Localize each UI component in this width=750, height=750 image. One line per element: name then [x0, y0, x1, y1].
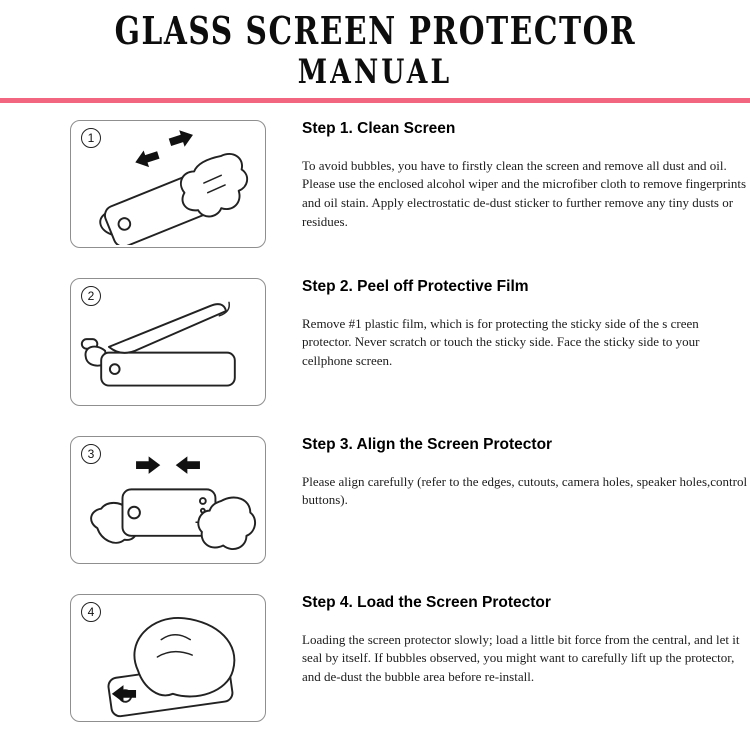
step-4-number-badge: 4: [81, 601, 101, 622]
step-4-heading: Step 4. Load the Screen Protector: [302, 593, 551, 611]
step-1-section: 1 Step 1. Clean Screen To avoid bubbles,…: [70, 119, 750, 248]
steps-list: 1 Step 1. Clean Screen To avoid bubbles,…: [0, 103, 750, 722]
aligning-screen-protector-icon: [90, 456, 257, 550]
manual-title-line1: GLASS SCREEN PROTECTOR: [114, 8, 636, 53]
step-2-heading: Step 2. Peel off Protective Film: [302, 277, 529, 295]
step-1-number-badge: 1: [81, 127, 101, 148]
step-2-text: Step 2. Peel off Protective Film Remove …: [302, 278, 750, 372]
step-3-number-badge: 3: [81, 443, 101, 464]
step-2-figure: 2: [70, 277, 266, 406]
step-4-body: Loading the screen protector slowly; loa…: [302, 631, 740, 685]
step-3-section: 3 Step 3. Align the Screen Protector Ple…: [70, 435, 750, 564]
step-1-body: To avoid bubbles, you have to firstly cl…: [302, 157, 747, 230]
step-4-section: 4 Step 4. Load the Screen Protector Load…: [70, 593, 750, 722]
hands-cleaning-phone-icon: [99, 129, 249, 245]
step-2-body: Remove #1 plastic film, which is for pro…: [302, 315, 700, 369]
step-1-text: Step 1. Clean Screen To avoid bubbles, y…: [302, 120, 750, 232]
step-2-number-badge: 2: [81, 285, 101, 306]
step-3-figure: 3: [70, 435, 266, 564]
step-4-figure: 4: [70, 593, 266, 722]
peeling-protective-film-icon: [80, 301, 236, 387]
step-1-figure: 1: [70, 119, 266, 248]
manual-title-line2: MANUAL: [297, 51, 453, 92]
title-underline: [0, 97, 750, 103]
step-3-body: Please align carefully (refer to the edg…: [302, 473, 748, 508]
step-1-heading: Step 1. Clean Screen: [302, 119, 456, 137]
manual-header: GLASS SCREEN PROTECTOR MANUAL: [0, 0, 750, 103]
step-2-section: 2 Step 2. Peel off Protective Film Remov…: [70, 277, 750, 406]
step-3-text: Step 3. Align the Screen Protector Pleas…: [302, 436, 750, 511]
step-3-heading: Step 3. Align the Screen Protector: [302, 435, 553, 453]
step-4-text: Step 4. Load the Screen Protector Loadin…: [302, 594, 750, 688]
loading-screen-protector-icon: [107, 616, 236, 717]
